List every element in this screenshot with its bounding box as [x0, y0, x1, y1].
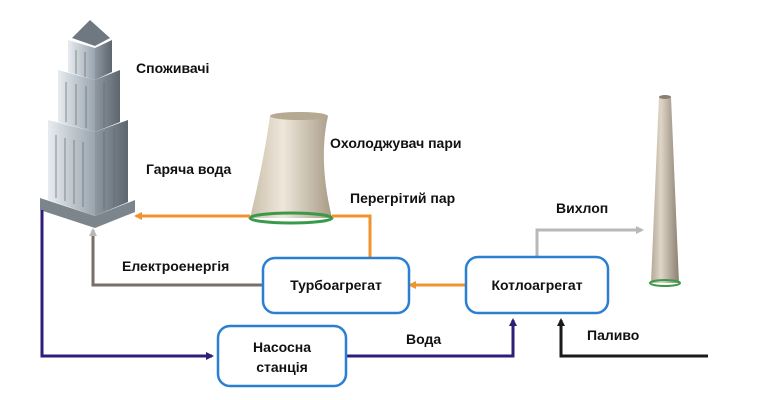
- superheated-steam-arrow: [332, 214, 372, 258]
- water-arrow: [346, 318, 517, 358]
- exhaust-label: Вихлоп: [556, 200, 608, 216]
- cooling-tower-icon: [248, 112, 334, 225]
- cooler-label: Охолоджувач пари: [330, 135, 461, 151]
- fuel-label: Паливо: [587, 327, 639, 343]
- water-label: Вода: [406, 331, 441, 347]
- turbine-box: Турбоагрегат: [261, 256, 411, 315]
- pump-label-line2: станція: [256, 359, 308, 375]
- fuel-arrow: [557, 318, 708, 358]
- consumers-label: Споживачі: [136, 60, 209, 76]
- boiler-box: Котлоагрегат: [464, 255, 610, 315]
- hot-water-label: Гаряча вода: [146, 161, 232, 177]
- boiler-label: Котлоагрегат: [491, 277, 582, 293]
- pump-station-box: Насосна станція: [216, 324, 348, 388]
- chimney-icon: [649, 95, 681, 287]
- pump-label-line1: Насосна: [253, 339, 311, 355]
- superheated-steam-label: Перегрітий пар: [350, 190, 455, 206]
- electricity-arrow: [89, 228, 262, 287]
- exhaust-arrow: [535, 226, 644, 257]
- building-icon: [40, 20, 135, 228]
- turbine-label: Турбоагрегат: [290, 277, 382, 293]
- return-water-arrow: [40, 210, 214, 360]
- electricity-label: Електроенергія: [122, 258, 229, 274]
